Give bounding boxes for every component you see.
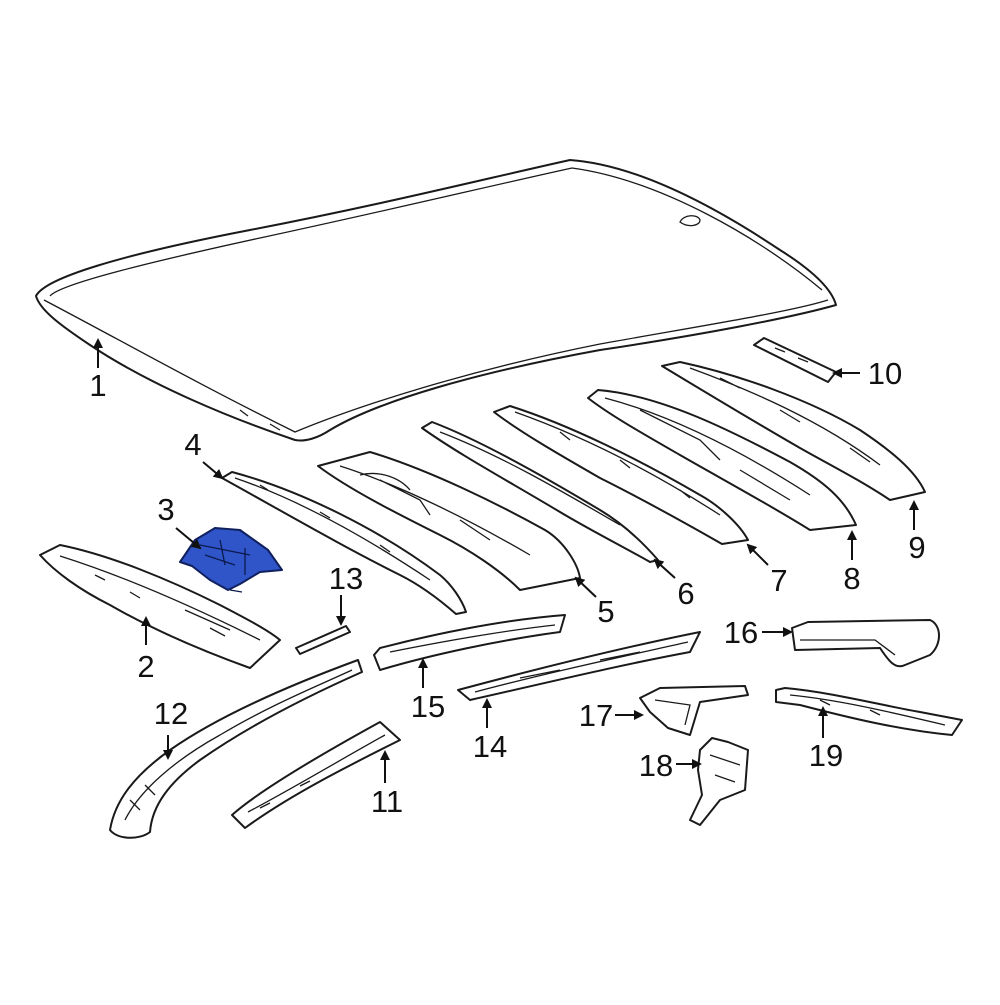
part-1-roof-panel[interactable] (35, 159, 837, 442)
callout-19[interactable]: 19 (809, 738, 843, 773)
leader-4 (202, 461, 224, 480)
part-3-highlighted-bracket[interactable] (179, 527, 283, 593)
callout-7[interactable]: 7 (770, 563, 787, 598)
callout-5[interactable]: 5 (597, 594, 614, 629)
part-14-rail-reinforcement[interactable] (457, 631, 701, 701)
leader-5 (574, 576, 597, 598)
part-4-roof-rail[interactable] (221, 471, 467, 615)
leader-7 (746, 543, 769, 566)
part-15-rail-reinforcement[interactable] (373, 614, 566, 671)
callout-14[interactable]: 14 (473, 729, 507, 764)
part-13-seal-strip[interactable] (295, 625, 351, 655)
callout-8[interactable]: 8 (843, 561, 860, 596)
callout-4[interactable]: 4 (184, 427, 201, 462)
part-2-front-header[interactable] (39, 544, 281, 669)
leader-6 (653, 558, 676, 579)
part-11-inner-rail[interactable] (231, 721, 401, 829)
part-9-rear-header[interactable] (661, 361, 926, 501)
callout-2[interactable]: 2 (137, 649, 154, 684)
callout-leaders (93, 338, 919, 783)
callout-11[interactable]: 11 (371, 784, 403, 819)
part-18-bracket[interactable] (689, 737, 749, 826)
callout-15[interactable]: 15 (411, 689, 445, 724)
callout-1[interactable]: 1 (89, 368, 106, 403)
leader-3 (175, 527, 202, 550)
callout-6[interactable]: 6 (677, 576, 694, 611)
callout-labels: 1 2 3 4 5 6 7 8 9 10 11 12 13 14 15 16 1… (89, 356, 925, 819)
part-8-roof-bow[interactable] (587, 389, 857, 531)
part-16-rear-rail[interactable] (791, 619, 940, 668)
callout-16[interactable]: 16 (724, 615, 758, 650)
part-17-gusset[interactable] (639, 685, 749, 736)
callout-10[interactable]: 10 (868, 356, 902, 391)
callout-3[interactable]: 3 (157, 492, 174, 527)
callout-12[interactable]: 12 (154, 696, 188, 731)
callout-13[interactable]: 13 (329, 561, 363, 596)
part-10-bracket[interactable] (753, 337, 837, 383)
callout-17[interactable]: 17 (579, 698, 613, 733)
part-19-reinforcement[interactable] (775, 687, 963, 736)
part-7-roof-bow[interactable] (493, 405, 749, 545)
callout-9[interactable]: 9 (908, 530, 925, 565)
callout-18[interactable]: 18 (639, 748, 673, 783)
